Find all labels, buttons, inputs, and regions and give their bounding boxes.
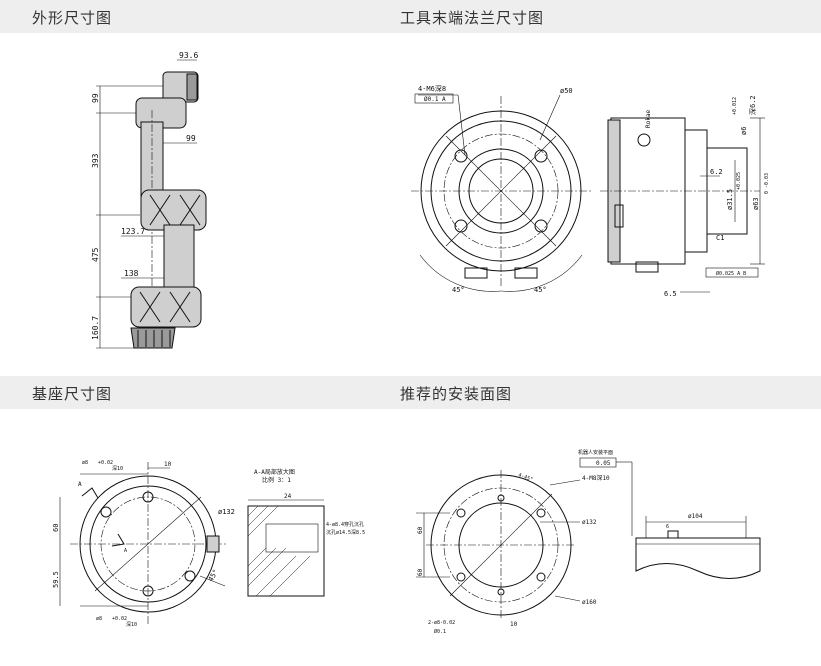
flange-panel: 工具末端法兰尺寸图: [400, 0, 821, 370]
mount-flat-tol: 0.05: [596, 460, 611, 467]
base-bot-tol: +0.02: [112, 616, 127, 622]
flange-d6tol: +0.012: [732, 97, 738, 115]
mount-panel: 推荐的安装面图 机器人安装平面 0.05 4: [400, 376, 821, 666]
base-header: 基座尺寸图: [0, 376, 404, 409]
outline-panel: 外形尺寸图 93.6 99 393: [0, 0, 404, 370]
flange-d315: ø31.5: [726, 189, 734, 210]
outline-drawing: 93.6 99 393 99 123.7 475 138 160.7: [91, 51, 207, 349]
mount-pins: 2-ø8-0.02: [428, 620, 455, 626]
flange-holes: 4-M6深8: [418, 84, 446, 93]
base-ang: 45°: [207, 568, 220, 583]
flange-ang2: 45°: [534, 286, 547, 294]
dim-99-v: 99: [91, 93, 100, 103]
base-panel: 基座尺寸图 ø8 +0.02 深1: [0, 376, 404, 666]
mount-plane-title: 机器人安装平面: [578, 449, 613, 456]
mount-ang: 4-45°: [517, 472, 533, 483]
dim-138: 138: [124, 269, 139, 278]
flange-d6: ø6: [740, 127, 748, 135]
flange-tol: Ø0.1 A: [424, 96, 446, 103]
outline-title: 外形尺寸图: [32, 9, 113, 27]
flange-depth: 深6.2: [748, 95, 757, 115]
mount-header: 推荐的安装面图: [400, 376, 821, 409]
dim-99-h: 99: [186, 134, 196, 143]
base-top-tol: +0.02: [98, 460, 113, 466]
base-d24: 24: [284, 493, 292, 500]
flange-dia50: ø50: [560, 87, 573, 95]
flange-d65: 6.5: [664, 290, 677, 298]
dim-93-6: 93.6: [179, 51, 198, 60]
base-d132: ø132: [218, 508, 235, 516]
base-label-a-top: A: [78, 481, 82, 488]
dim-393: 393: [91, 153, 100, 168]
mount-pin-tol: Ø0.1: [434, 628, 446, 635]
flange-title: 工具末端法兰尺寸图: [400, 9, 545, 27]
base-d60: 60: [52, 524, 60, 532]
mount-d10: 10: [510, 621, 518, 628]
base-section-scale: 比例 3：1: [262, 476, 291, 484]
outline-header: 外形尺寸图: [0, 0, 404, 33]
mount-d160: ø160: [582, 599, 597, 606]
flange-header: 工具末端法兰尺寸图: [400, 0, 821, 33]
base-note2: 沉孔ø14.5深8.5: [326, 529, 365, 536]
base-section-title: A-A局部放大图: [254, 468, 295, 476]
mount-d132: ø132: [582, 519, 597, 526]
flange-tol2: Ø0.025 A B: [716, 270, 746, 277]
flange-drawing: 4-M6深8 Ø0.1 A ø50 45° 45° Rokae ø6 +0.01…: [411, 84, 770, 298]
flange-d63tol: 0 -0.03: [764, 173, 770, 194]
base-bot-hole: ø8: [96, 616, 102, 622]
dim-123-7: 123.7: [121, 227, 145, 236]
mount-d6: 6: [666, 524, 669, 530]
flange-c1: C1: [716, 234, 724, 242]
base-d595: 59.5: [52, 571, 60, 588]
mount-holes: 4-M8深10: [582, 474, 610, 482]
flange-brand: Rokae: [645, 110, 652, 128]
mount-d104: ø104: [688, 513, 703, 520]
mount-title: 推荐的安装面图: [400, 385, 513, 403]
base-label-a: A: [124, 548, 127, 554]
flange-d62: 6.2: [710, 168, 723, 176]
dim-160-7: 160.7: [91, 316, 100, 340]
flange-d315tol: +0.025: [736, 172, 742, 190]
base-d10: 10: [164, 461, 172, 468]
mount-drawing: 机器人安装平面 0.05 4-45° 4-M8深10 ø132 60 60 ø1…: [416, 449, 761, 635]
dim-475: 475: [91, 247, 100, 262]
mount-d60b: 60: [417, 568, 424, 576]
base-top-depth: 深10: [112, 465, 123, 472]
base-bot-depth: 深10: [126, 621, 137, 628]
base-drawing: ø8 +0.02 深10 10 60 59.5 ø132 45° ø8 +0.0…: [52, 460, 365, 628]
base-top-hole: ø8: [82, 460, 88, 466]
flange-ang1: 45°: [452, 286, 465, 294]
base-note1: 4-ø8.4穿孔沉孔: [326, 521, 364, 528]
base-title: 基座尺寸图: [32, 385, 113, 403]
mount-d60a: 60: [417, 526, 424, 534]
flange-d63: ø63: [752, 197, 760, 210]
